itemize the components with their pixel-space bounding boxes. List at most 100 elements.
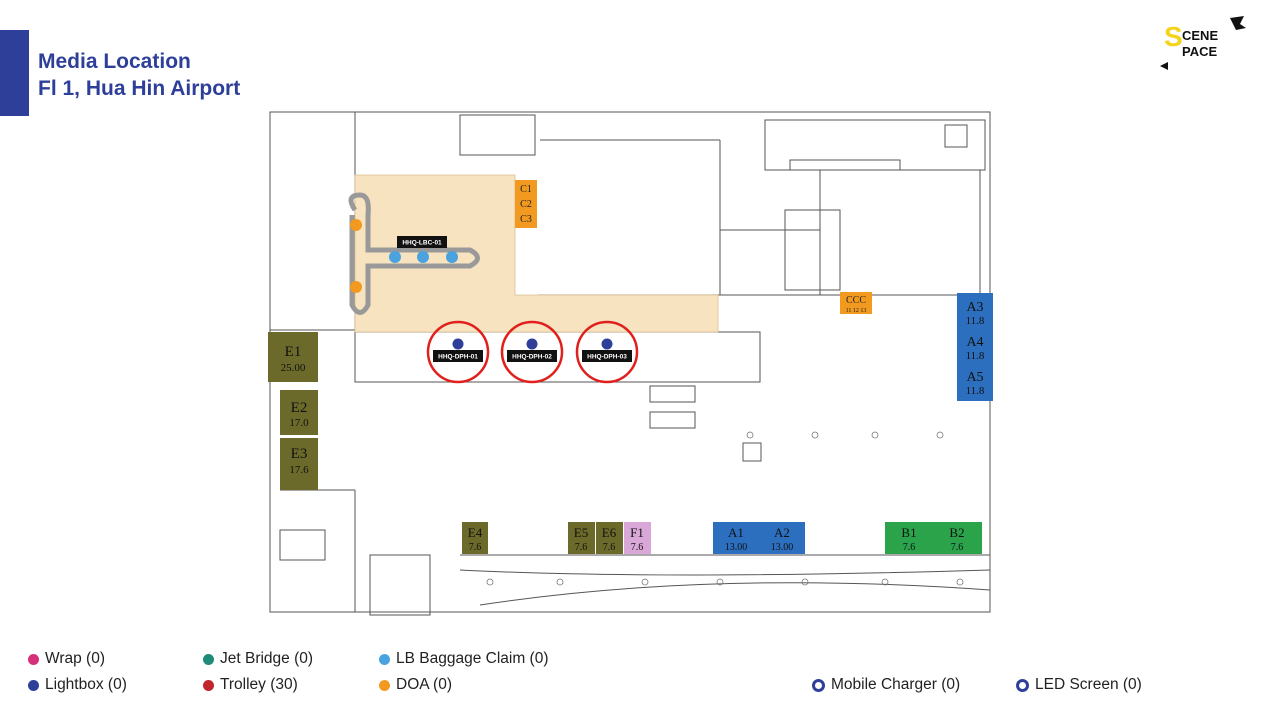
lightbox-dph-03[interactable]: HHQ-DPH-03 (575, 320, 639, 384)
zone-e3[interactable]: E3 17.6 (280, 438, 318, 490)
legend-lb-baggage-label: LB Baggage Claim (0) (396, 650, 549, 667)
tag-dph-02-text: HHQ-DPH-02 (512, 354, 552, 361)
lb-baggage-marker-1[interactable] (389, 251, 401, 263)
lightbox-dph-02[interactable]: HHQ-DPH-02 (500, 320, 564, 384)
page-title: Media Location Fl 1, Hua Hin Airport (38, 48, 240, 102)
zone-a5[interactable]: A5 11.8 (957, 365, 993, 401)
zone-e4[interactable]: E4 7.6 (462, 522, 488, 554)
baggage-carousel (348, 192, 480, 315)
zone-f1[interactable]: F1 7.6 (624, 522, 651, 554)
doa-marker-2[interactable] (350, 281, 362, 293)
legend-lb-baggage-claim: LB Baggage Claim (0) (379, 650, 549, 668)
legend-mobile-charger-label: Mobile Charger (0) (831, 676, 961, 693)
legend-trolley-label: Trolley (30) (220, 676, 298, 693)
zone-b1-size: 7.6 (903, 542, 916, 553)
legend-led-screen-label: LED Screen (0) (1035, 676, 1142, 693)
tag-lbc-01: HHQ-LBC-01 (397, 236, 447, 248)
zone-e4-size: 7.6 (469, 542, 482, 553)
plan-walls (269, 111, 991, 616)
legend-jet-bridge-label: Jet Bridge (0) (220, 650, 314, 667)
zone-e1-size: 25.00 (281, 362, 306, 374)
zone-e1-name: E1 (285, 344, 302, 360)
zone-a1-size: 13.00 (725, 542, 748, 553)
zone-e3-name: E3 (291, 446, 308, 462)
zone-a2-size: 13.00 (771, 542, 794, 553)
zone-a2-name: A2 (774, 525, 790, 540)
zone-c1-label: C1 (520, 184, 532, 195)
scene-space-logo: S CENE PACE (1160, 16, 1246, 70)
logo-hand-icon (1230, 16, 1246, 30)
zone-e2[interactable]: E2 17.0 (280, 390, 318, 435)
logo-line-1: CENE (1182, 28, 1218, 43)
zone-e1[interactable]: E1 25.00 (268, 332, 318, 382)
trolley-dot-icon (203, 679, 214, 691)
legend-wrap: Wrap (0) (28, 650, 105, 668)
logo-line-2: PACE (1182, 44, 1217, 59)
zone-a2[interactable]: A2 13.00 (759, 522, 805, 554)
zone-b2-size: 7.6 (951, 542, 964, 553)
zone-c-group[interactable]: C1 C2 C3 (515, 180, 537, 228)
floor-plan: HHQ-LBC-01 C1 C2 C3 CCC 11 12 13 E1 25.0… (268, 111, 993, 616)
zone-a4-name: A4 (966, 335, 983, 350)
zone-b1[interactable]: B1 7.6 (885, 522, 933, 554)
zone-c3-label: C3 (520, 214, 532, 225)
zone-e5-name: E5 (574, 525, 588, 540)
title-line-2: Fl 1, Hua Hin Airport (38, 77, 241, 100)
plan-pillars (486, 431, 964, 586)
zone-a1-name: A1 (728, 525, 744, 540)
zone-a3[interactable]: A3 11.8 (957, 293, 993, 329)
zone-f1-size: 7.6 (631, 542, 644, 553)
baggage-claim-zone (354, 174, 719, 333)
zone-e3-size: 17.6 (289, 464, 309, 476)
zone-f1-name: F1 (630, 525, 644, 540)
logo-hand-icon-2 (1160, 62, 1168, 70)
zone-a5-size: 11.8 (966, 385, 985, 397)
lightbox-dph-01[interactable]: HHQ-DPH-01 (426, 320, 490, 384)
lb-baggage-marker-2[interactable] (417, 251, 429, 263)
legend-jet-bridge: Jet Bridge (0) (203, 650, 313, 668)
zone-a4[interactable]: A4 11.8 (957, 329, 993, 365)
zone-a3-name: A3 (966, 300, 983, 315)
wrap-dot-icon (28, 653, 39, 665)
logo-letter: S (1164, 21, 1183, 52)
tag-lbc-01-text: HHQ-LBC-01 (402, 240, 442, 247)
zone-b2[interactable]: B2 7.6 (933, 522, 982, 554)
legend-lightbox-label: Lightbox (0) (45, 676, 127, 693)
zone-a3-size: 11.8 (966, 315, 985, 327)
zone-ccc-label: CCC (846, 295, 866, 306)
legend-wrap-label: Wrap (0) (45, 650, 106, 667)
zone-a1[interactable]: A1 13.00 (713, 522, 759, 554)
mobile-charger-ring-icon (812, 678, 825, 692)
zone-e6-size: 7.6 (603, 542, 616, 553)
tag-dph-03-text: HHQ-DPH-03 (587, 354, 627, 361)
lb-baggage-marker-3[interactable] (446, 251, 458, 263)
doa-dot-icon (379, 679, 390, 691)
accent-bar (0, 30, 29, 116)
zone-b2-name: B2 (949, 525, 964, 540)
zone-a4-size: 11.8 (966, 350, 985, 362)
zone-b1-name: B1 (901, 525, 916, 540)
zone-ccc-numbers: 11 12 13 (846, 308, 867, 314)
legend-trolley: Trolley (30) (203, 676, 298, 694)
legend-doa-label: DOA (0) (396, 676, 452, 693)
lightbox-dot-icon (28, 679, 39, 691)
led-screen-ring-icon (1016, 678, 1029, 692)
legend-led-screen: LED Screen (0) (1016, 676, 1142, 694)
zone-e5[interactable]: E5 7.6 (568, 522, 595, 554)
jet-bridge-dot-icon (203, 653, 214, 665)
zone-c2-label: C2 (520, 199, 532, 210)
zone-e6[interactable]: E6 7.6 (596, 522, 623, 554)
zone-e2-size: 17.0 (289, 417, 309, 429)
lb-baggage-dot-icon (379, 653, 390, 665)
zone-e2-name: E2 (291, 400, 308, 416)
title-line-1: Media Location (38, 50, 191, 73)
zone-e4-name: E4 (468, 525, 483, 540)
zone-e6-name: E6 (602, 525, 617, 540)
legend-lightbox: Lightbox (0) (28, 676, 127, 694)
zone-e5-size: 7.6 (575, 542, 588, 553)
doa-marker-1[interactable] (350, 219, 362, 231)
tag-dph-01-text: HHQ-DPH-01 (438, 354, 478, 361)
legend-doa: DOA (0) (379, 676, 452, 694)
zone-a5-name: A5 (966, 370, 983, 385)
zone-ccc[interactable]: CCC 11 12 13 (840, 292, 872, 314)
